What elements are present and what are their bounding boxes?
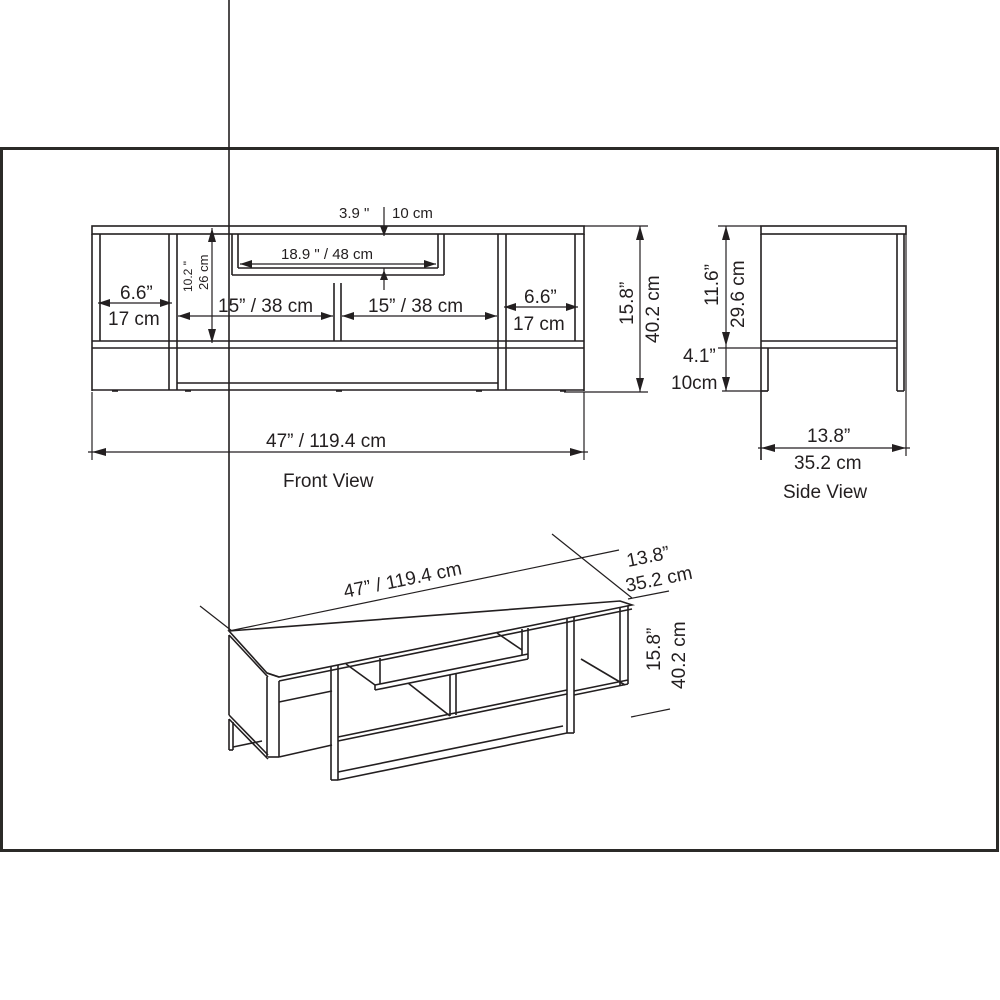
upper-height-in-label: 11.6” (702, 264, 723, 306)
leg-height-in-label: 4.1” (683, 346, 716, 367)
left-side-in-label: 6.6” (120, 283, 153, 304)
top-gap-in-label: 3.9 " (339, 205, 369, 222)
center-left-width-label: 15” / 38 cm (218, 296, 313, 317)
front-view: 3.9 " 10 cm 18.9 " / 48 cm 10.2 " 26 cm … (88, 205, 664, 492)
total-height-cm-label: 40.2 cm (643, 275, 664, 343)
side-view: 11.6” 29.6 cm 4.1” 10cm 13.8” 35.2 cm Si… (671, 225, 910, 503)
right-side-cm-label: 17 cm (513, 314, 565, 335)
total-height-in-label: 15.8” (617, 282, 638, 325)
inner-height-in-label: 10.2 " (181, 261, 195, 292)
right-side-in-label: 6.6” (524, 287, 557, 308)
side-view-caption: Side View (783, 482, 867, 503)
total-width-label: 47” / 119.4 cm (266, 431, 386, 452)
center-right-width-label: 15” / 38 cm (368, 296, 463, 317)
side-depth-cm-label: 35.2 cm (794, 453, 862, 474)
left-side-cm-label: 17 cm (108, 309, 160, 330)
center-shelf-width-label: 18.9 " / 48 cm (281, 246, 373, 263)
leg-height-cm-label: 10cm (671, 373, 717, 394)
persp-height-in-label: 15.8” (644, 628, 665, 671)
top-gap-cm-label: 10 cm (392, 205, 433, 222)
persp-width-label: 47” / 119.4 cm (342, 558, 464, 603)
front-view-caption: Front View (283, 471, 374, 492)
persp-height-cm-label: 40.2 cm (669, 621, 690, 689)
drawing-frame (0, 147, 999, 852)
upper-height-cm-label: 29.6 cm (728, 260, 749, 328)
inner-height-cm-label: 26 cm (196, 255, 211, 290)
side-depth-in-label: 13.8” (807, 426, 850, 447)
